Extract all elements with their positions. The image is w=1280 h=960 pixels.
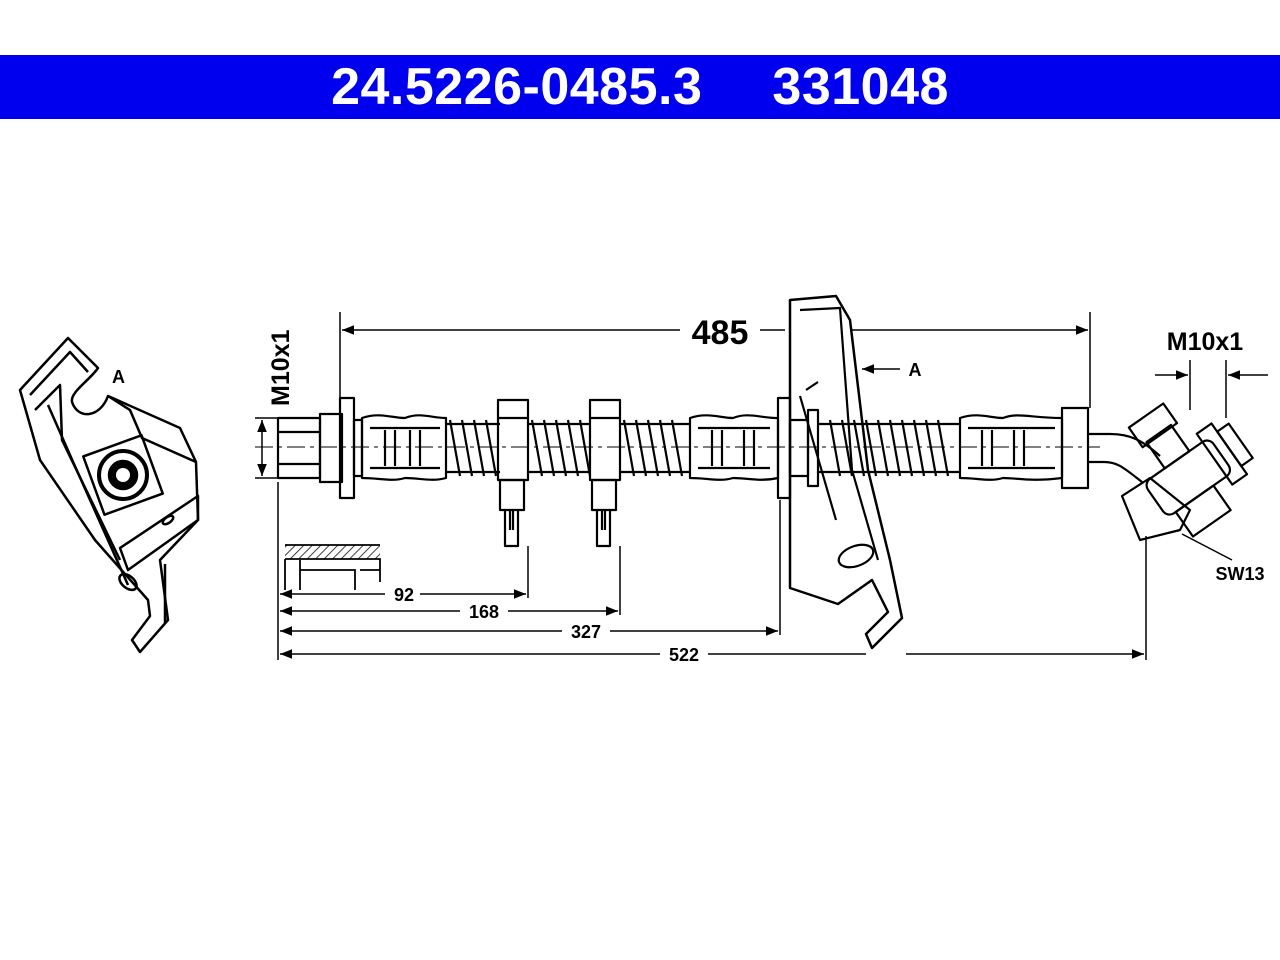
section-inset [284, 544, 381, 590]
detail-a-label: A [112, 367, 125, 387]
view-a-label: A [909, 360, 922, 380]
reference-number: 331048 [772, 58, 949, 116]
dim-168-label: 168 [469, 602, 499, 622]
part-number: 24.5226-0485.3 [331, 58, 703, 116]
left-thread-label: M10x1 [267, 329, 295, 406]
mounting-bracket [788, 294, 904, 650]
brake-hose [255, 294, 1254, 650]
dim-327-label: 327 [571, 622, 601, 642]
title-bar: 24.5226-0485.3 331048 [0, 55, 1280, 119]
hose-clip-2 [588, 398, 622, 482]
overall-length-label: 485 [692, 314, 749, 352]
hose-clip-1 [496, 398, 530, 482]
left-fitting-nut [276, 416, 322, 480]
dimension-lines [255, 312, 1268, 660]
banjo-fitting [1127, 402, 1254, 538]
detail-view-a [18, 336, 200, 654]
wrench-size-label: SW13 [1215, 564, 1264, 584]
right-thread-label: M10x1 [1167, 328, 1244, 356]
dim-522-label: 522 [669, 645, 699, 665]
dim-92-label: 92 [394, 585, 414, 605]
